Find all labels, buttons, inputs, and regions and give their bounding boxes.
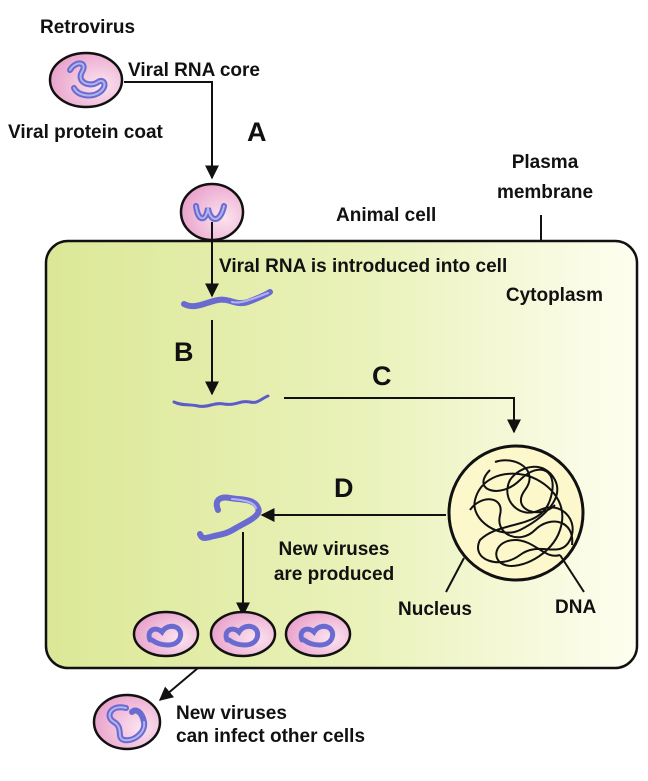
plasma-membrane-label-2: membrane <box>497 182 593 203</box>
rna-introduced-label: Viral RNA is introduced into cell <box>219 256 507 277</box>
step-b-label: B <box>174 337 194 367</box>
animal-cell-label: Animal cell <box>336 205 436 226</box>
released-virus <box>92 693 162 751</box>
new-viral-rna <box>197 494 262 541</box>
dna-tangle-icon <box>473 465 574 567</box>
nucleus-pointer <box>445 557 465 593</box>
new-viruses-infect-label-1: New viruses <box>176 703 287 724</box>
viral-dna-strand <box>172 394 270 408</box>
arrow-a <box>124 81 219 180</box>
new-virus-3 <box>284 610 352 658</box>
plasma-membrane-label-1: Plasma <box>512 152 579 173</box>
viral-protein-coat-label: Viral protein coat <box>8 122 164 143</box>
step-c-label: C <box>372 361 392 391</box>
new-viruses-infect-label-2: can infect other cells <box>176 726 365 747</box>
arrow-c <box>284 397 521 434</box>
new-viruses-produced-label-2: are produced <box>274 564 394 585</box>
arrow-exit <box>158 667 199 701</box>
nucleus <box>447 444 585 582</box>
new-viruses-produced-label-1: New viruses <box>279 539 390 560</box>
step-a-label: A <box>247 117 267 147</box>
viral-rna-strand <box>181 289 273 310</box>
viral-rna-core-label: Viral RNA core <box>128 60 260 81</box>
retrovirus-particle <box>48 51 124 109</box>
retrovirus-label: Retrovirus <box>40 17 135 38</box>
dna-label: DNA <box>555 597 596 618</box>
dna-pointer <box>559 554 585 593</box>
cytoplasm-label: Cytoplasm <box>506 285 603 306</box>
step-d-label: D <box>334 473 354 503</box>
new-virus-2 <box>209 610 277 658</box>
nucleus-label: Nucleus <box>398 599 472 620</box>
new-virus-1 <box>132 610 200 658</box>
